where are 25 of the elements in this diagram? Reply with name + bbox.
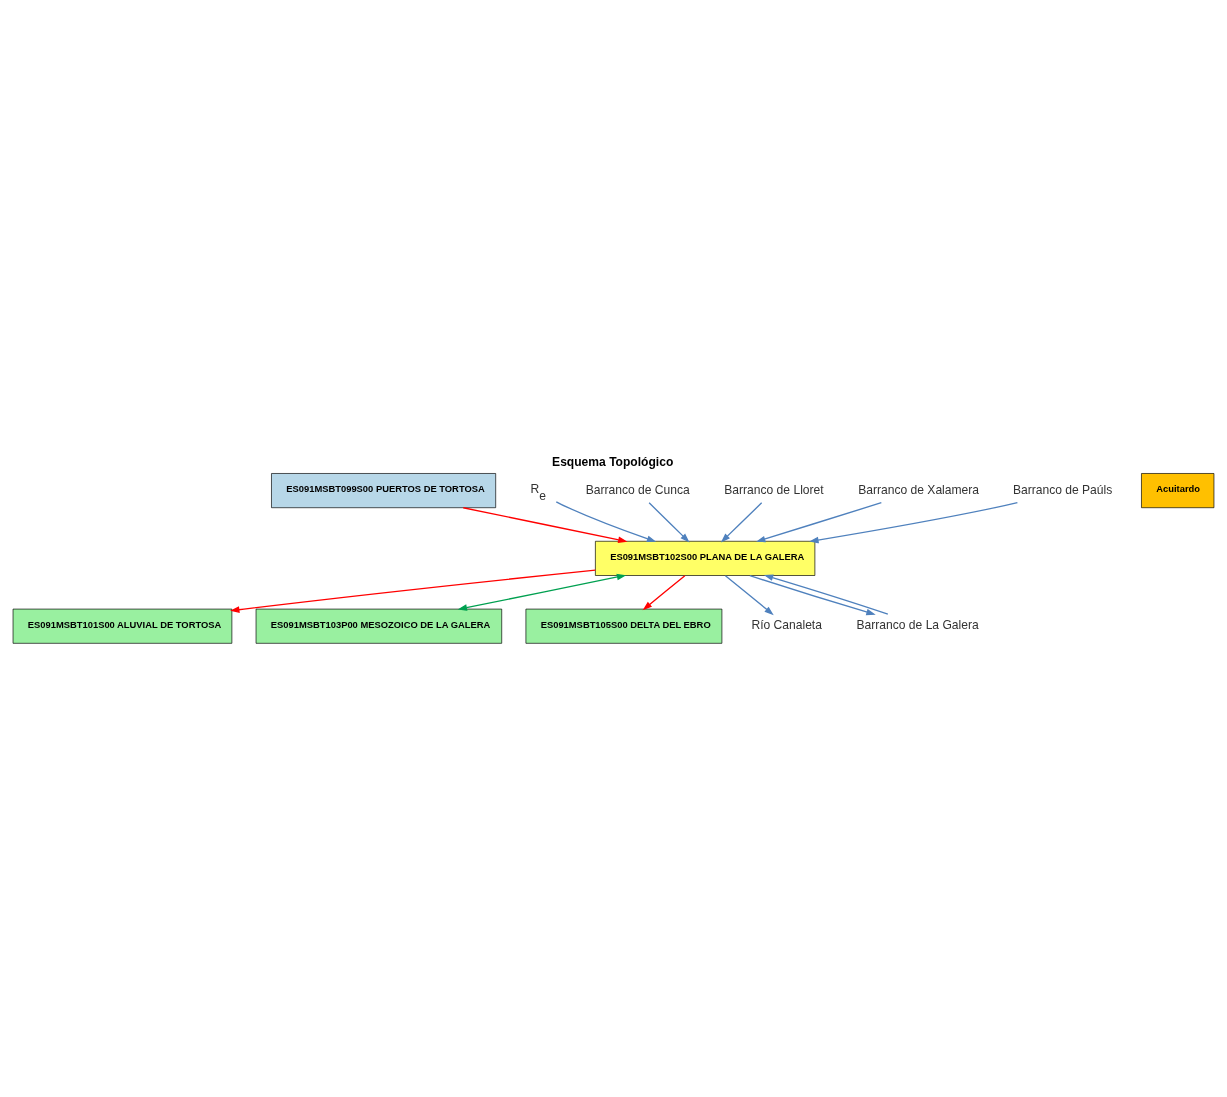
arrow	[724, 574, 774, 615]
arrow	[648, 501, 690, 542]
arrow	[642, 574, 686, 610]
arrow	[720, 501, 763, 542]
node-text: Barranco de Cunca	[585, 482, 690, 497]
node-text: Barranco de Paúls	[1012, 482, 1113, 497]
node-box: ES091MSBT102S00 PLANA DE LA GALERA	[595, 540, 816, 576]
node-text: Barranco de Lloret	[724, 482, 824, 497]
node-box: ES091MSBT101S00 ALUVIAL DE TORTOSA	[12, 608, 233, 644]
arrow	[763, 574, 889, 615]
node-text: Barranco de La Galera	[856, 617, 979, 632]
node-box: ES091MSBT105S00 DELTA DEL EBRO	[525, 608, 723, 644]
node-text: Río Canaleta	[751, 617, 822, 632]
arrow	[457, 573, 627, 611]
arrow	[230, 569, 596, 613]
diagram-title: Esquema Topológico	[552, 454, 674, 469]
node-text: Barranco de Xalamera	[858, 482, 980, 497]
node-box: ES091MSBT103P00 MESOZOICO DE LA GALERA	[255, 608, 503, 644]
node-box: Acuitardo	[1141, 472, 1215, 508]
node-box: ES091MSBT099S00 PUERTOS DE TORTOSA	[271, 472, 497, 508]
arrow	[555, 500, 657, 542]
arrow	[756, 501, 882, 542]
arrow	[462, 506, 628, 543]
arrow	[749, 574, 876, 615]
arrow	[809, 501, 1019, 543]
